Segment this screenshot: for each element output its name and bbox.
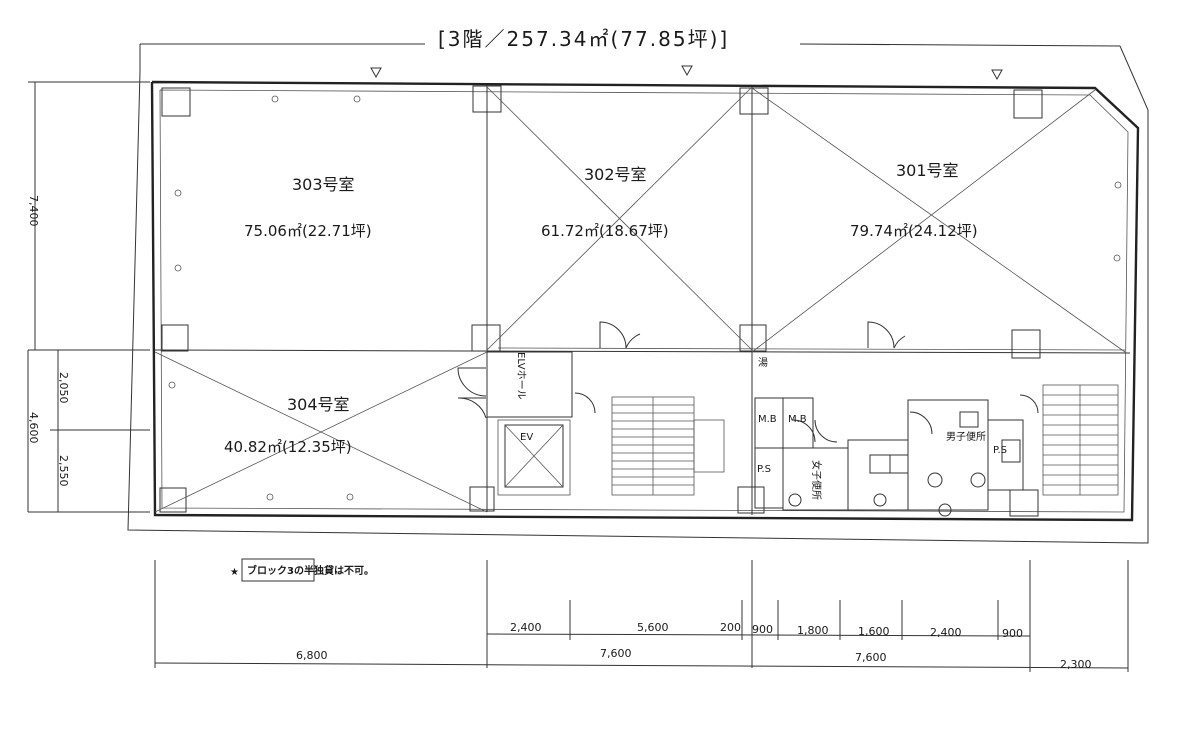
dim-lower-4: 2,300 [1060, 658, 1092, 671]
columns [159, 85, 1043, 517]
dim-lower-1: 6,800 [296, 649, 328, 662]
dim-upper-1: 2,400 [510, 621, 542, 634]
ps-label-1: P.S [757, 464, 771, 475]
dim-upper-7: 2,400 [930, 626, 962, 639]
room-301-area: 79.74㎡(24.12坪) [850, 222, 978, 240]
floor-title: [3階／257.34㎡(77.85坪)] [438, 27, 729, 51]
corridor-line-top [154, 349, 1131, 354]
dim-lower-3: 7,600 [855, 651, 887, 664]
dim-left-7400: 7,400 [27, 195, 40, 227]
mb-label-2: M.B [788, 414, 807, 425]
exterior-stair [1042, 384, 1119, 496]
dim-upper-5: 1,800 [797, 624, 829, 637]
dim-lower-2: 7,600 [600, 647, 632, 660]
dim-left-2050: 2,050 [57, 372, 70, 404]
bottom-dimensions [154, 560, 1129, 672]
exterior-wall [150, 80, 1140, 522]
male-wc-label: 男子便所 [946, 430, 986, 443]
ev-label: EV [520, 432, 533, 443]
outlet-markers [168, 95, 1122, 501]
ps-label-2: P.S [993, 445, 1007, 456]
room-303-area: 75.06㎡(22.71坪) [244, 222, 372, 240]
outer-frame [127, 44, 1149, 544]
yu-label: 湯 [758, 356, 768, 369]
note-text: ブロック3の半独貸は不可。 [247, 564, 374, 577]
room-304-area: 40.82㎡(12.35坪) [224, 438, 352, 456]
room-302-area: 61.72㎡(18.67坪) [541, 222, 669, 240]
female-wc-label: 女子便所 [810, 460, 823, 500]
room-303-name: 303号室 [292, 175, 355, 194]
dim-upper-8: 900 [1002, 627, 1023, 640]
room-302-name: 302号室 [584, 165, 647, 184]
left-dimensions [27, 81, 150, 513]
room-crosses [154, 86, 1126, 513]
note-star: ★ [230, 567, 239, 578]
dim-upper-6: 1,600 [858, 625, 890, 638]
room-301-name: 301号室 [896, 161, 959, 180]
dim-left-4600: 4,600 [27, 412, 40, 444]
staircase [611, 396, 725, 496]
elv-hall-label: ELVホール [515, 352, 527, 400]
dim-upper-3: 200 [720, 621, 741, 634]
elevator-shaft [504, 424, 564, 488]
elv-hall-zone [486, 351, 573, 418]
window-markers [370, 65, 1003, 81]
room-304-name: 304号室 [287, 395, 350, 414]
dim-upper-2: 5,600 [637, 621, 669, 634]
door-swings [457, 321, 1039, 443]
dim-left-2550: 2,550 [57, 455, 70, 487]
note-box [241, 558, 315, 582]
dim-upper-4: 900 [752, 623, 773, 636]
service-core [754, 397, 1024, 517]
mb-label-1: M.B [758, 414, 777, 425]
